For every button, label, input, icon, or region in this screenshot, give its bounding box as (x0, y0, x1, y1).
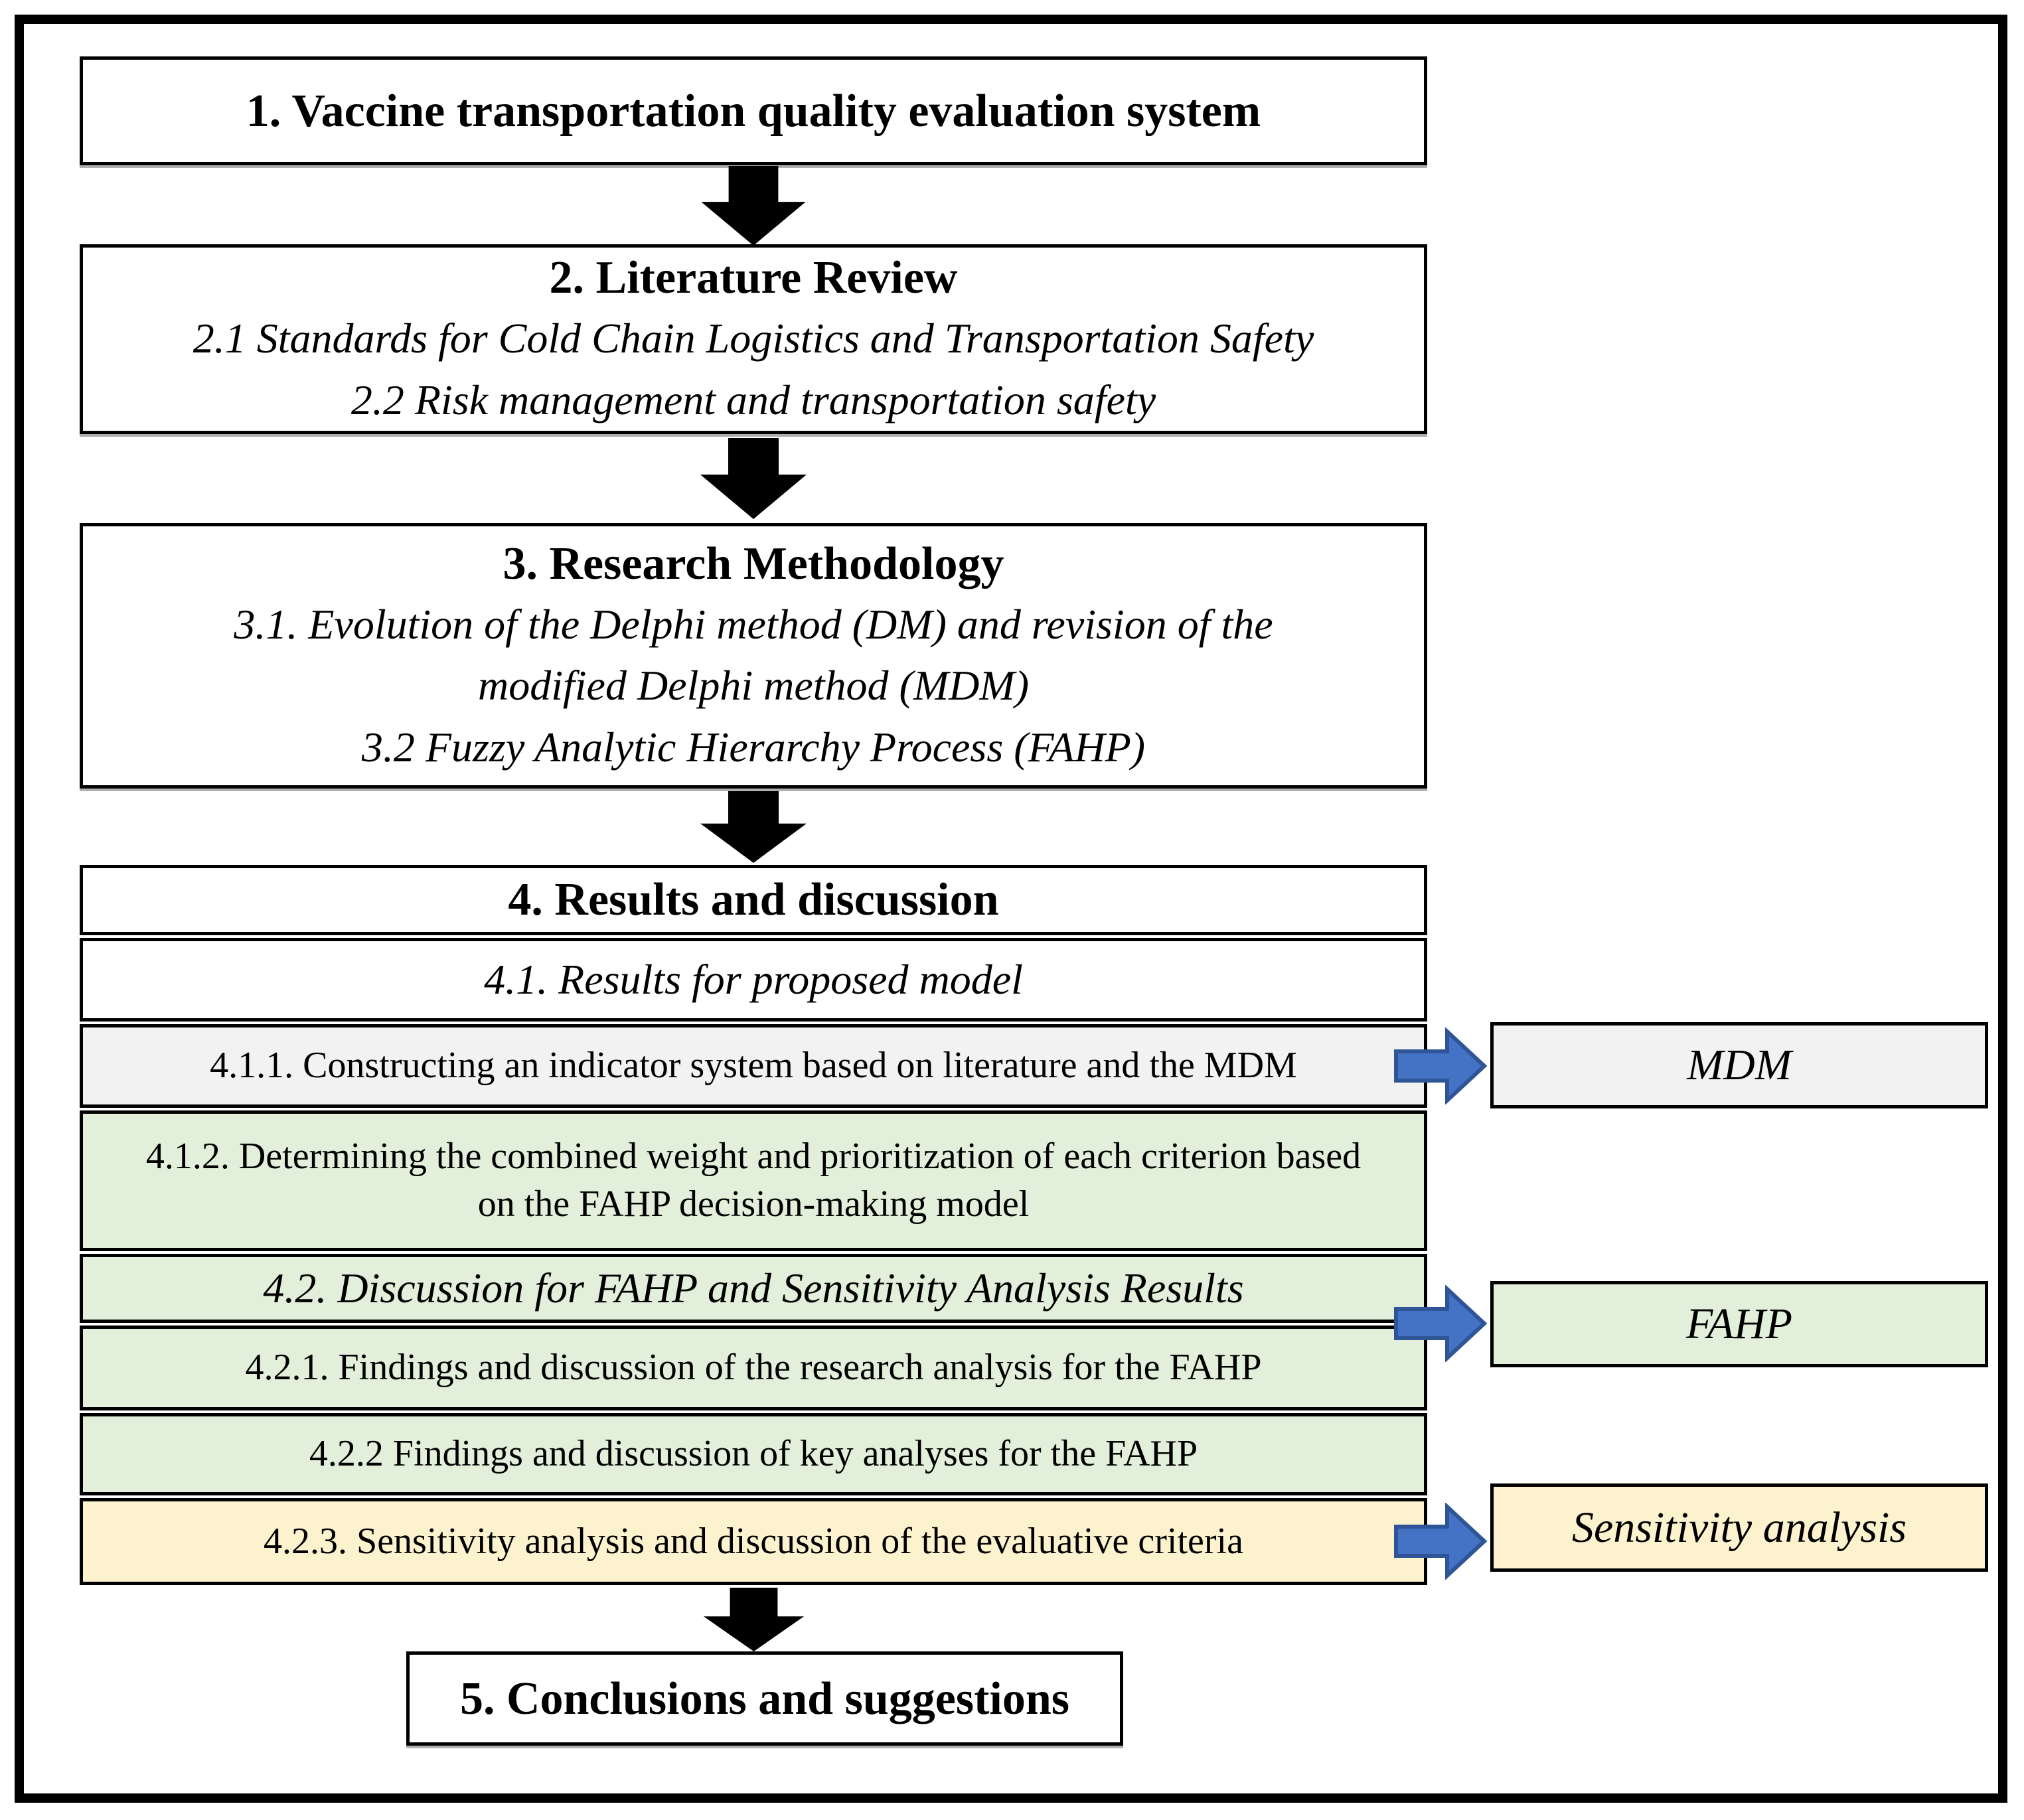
box-conclusions-title: 5. Conclusions and suggestions (459, 1673, 1070, 1724)
blue-arrow-mdm (1394, 1027, 1488, 1104)
results-header-row: 4. Results and discussion (80, 865, 1427, 935)
row-4-2: 4.2. Discussion for FAHP and Sensitivity… (80, 1254, 1427, 1323)
row-4-1: 4.1. Results for proposed model (80, 938, 1427, 1022)
blue-arrow-fahp (1394, 1285, 1488, 1362)
row-4-2-1: 4.2.1. Findings and discussion of the re… (80, 1326, 1427, 1410)
box-literature-review-title: 2. Literature Review (549, 252, 958, 304)
row-4-2-2: 4.2.2 Findings and discussion of key ana… (80, 1413, 1427, 1495)
box-research-methodology: 3. Research Methodology 3.1. Evolution o… (80, 523, 1427, 789)
box-conclusions: 5. Conclusions and suggestions (406, 1651, 1123, 1746)
row-4-1-1: 4.1.1. Constructing an indicator system … (80, 1024, 1427, 1108)
box-vaccine-system: 1. Vaccine transportation quality evalua… (80, 56, 1427, 165)
down-arrow-3 (700, 791, 807, 863)
blue-arrow-sensitivity (1394, 1503, 1488, 1580)
row-4-1-1-label: 4.1.1. Constructing an indicator system … (210, 1045, 1297, 1087)
box-vaccine-system-title: 1. Vaccine transportation quality evalua… (246, 85, 1261, 137)
fahp-box-label: FAHP (1685, 1300, 1793, 1348)
sensitivity-analysis-box: Sensitivity analysis (1490, 1483, 1988, 1572)
row-4-2-1-label: 4.2.1. Findings and discussion of the re… (245, 1347, 1262, 1389)
methodology-item-3-2: 3.2 Fuzzy Analytic Hierarchy Process (FA… (361, 723, 1146, 771)
row-4-1-2: 4.1.2. Determining the combined weight a… (80, 1110, 1427, 1251)
sensitivity-analysis-box-label: Sensitivity analysis (1571, 1503, 1907, 1552)
row-4-2-3-label: 4.2.3. Sensitivity analysis and discussi… (264, 1520, 1243, 1562)
row-4-2-label: 4.2. Discussion for FAHP and Sensitivity… (263, 1264, 1244, 1312)
row-4-1-2-label: 4.1.2. Determining the combined weight a… (145, 1136, 1362, 1225)
row-4-2-3: 4.2.3. Sensitivity analysis and discussi… (80, 1498, 1427, 1585)
mdm-box: MDM (1490, 1022, 1988, 1108)
box-research-methodology-title: 3. Research Methodology (503, 538, 1004, 590)
down-arrow-2 (700, 438, 807, 519)
box-literature-review: 2. Literature Review 2.1 Standards for C… (80, 244, 1427, 434)
mdm-box-label: MDM (1687, 1041, 1792, 1089)
literature-item-2-1: 2.1 Standards for Cold Chain Logistics a… (193, 315, 1314, 362)
literature-item-2-2: 2.2 Risk management and transportation s… (350, 376, 1156, 423)
results-title: 4. Results and discussion (508, 874, 999, 926)
row-4-2-2-label: 4.2.2 Findings and discussion of key ana… (309, 1433, 1198, 1475)
fahp-box: FAHP (1490, 1281, 1988, 1367)
methodology-item-3-1: 3.1. Evolution of the Delphi method (DM)… (234, 601, 1273, 710)
down-arrow-1 (701, 166, 806, 246)
row-4-1-label: 4.1. Results for proposed model (484, 956, 1023, 1004)
down-arrow-4 (703, 1588, 805, 1651)
